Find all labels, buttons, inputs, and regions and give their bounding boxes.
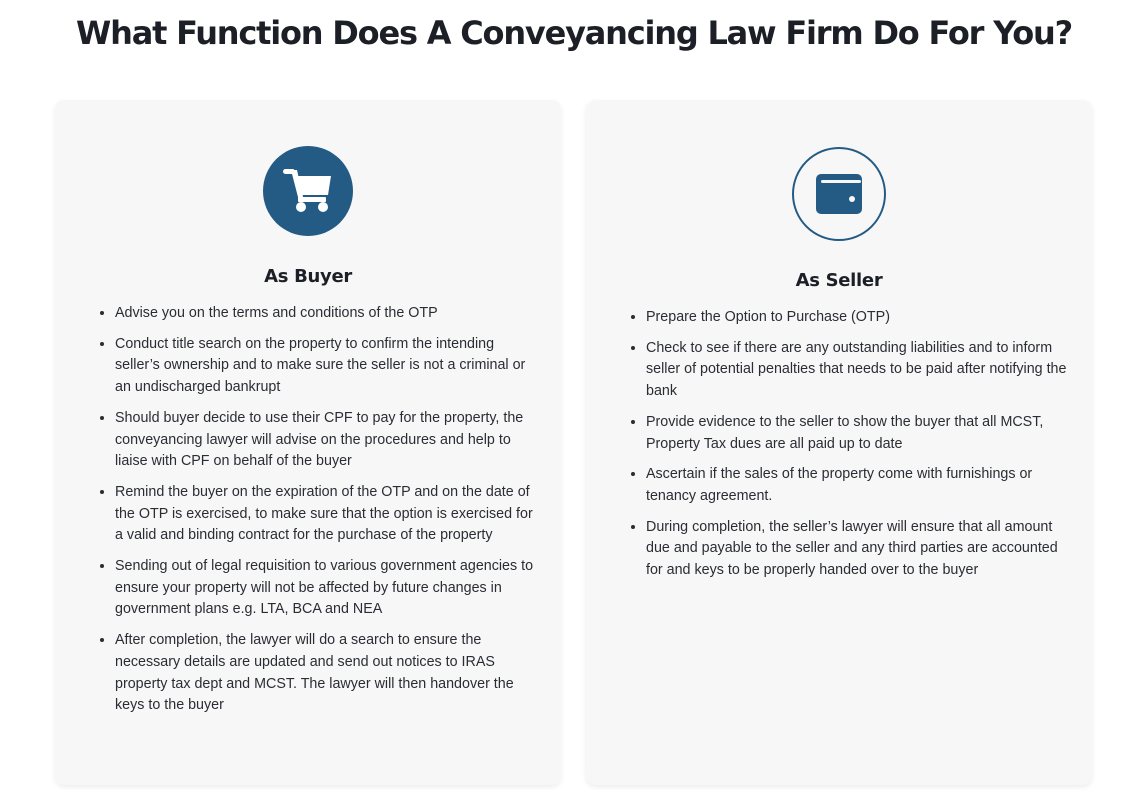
list-item: Provide evidence to the seller to show t… bbox=[646, 412, 1078, 455]
page-title: What Function Does A Conveyancing Law Fi… bbox=[76, 14, 1073, 52]
buyer-card: As Buyer Advise you on the terms and con… bbox=[55, 100, 561, 785]
list-item: Sending out of legal requisition to vari… bbox=[115, 556, 540, 621]
list-item: During completion, the seller’s lawyer w… bbox=[646, 517, 1078, 582]
seller-function-list: Prepare the Option to Purchase (OTP) Che… bbox=[626, 307, 1078, 591]
list-item: Check to see if there are any outstandin… bbox=[646, 338, 1078, 403]
list-item: Conduct title search on the property to … bbox=[115, 334, 540, 399]
seller-card: As Seller Prepare the Option to Purchase… bbox=[586, 100, 1092, 785]
shopping-cart-icon bbox=[283, 169, 331, 212]
list-item: Ascertain if the sales of the property c… bbox=[646, 464, 1078, 507]
seller-icon-badge bbox=[792, 147, 886, 241]
list-item: Should buyer decide to use their CPF to … bbox=[115, 408, 540, 473]
list-item: Advise you on the terms and conditions o… bbox=[115, 303, 540, 325]
wallet-icon bbox=[816, 174, 862, 214]
list-item: After completion, the lawyer will do a s… bbox=[115, 630, 540, 717]
buyer-function-list: Advise you on the terms and conditions o… bbox=[95, 303, 540, 726]
buyer-icon-badge bbox=[263, 146, 353, 236]
list-item: Remind the buyer on the expiration of th… bbox=[115, 482, 540, 547]
seller-card-title: As Seller bbox=[795, 270, 883, 291]
list-item: Prepare the Option to Purchase (OTP) bbox=[646, 307, 1078, 329]
buyer-card-title: As Buyer bbox=[264, 266, 352, 287]
